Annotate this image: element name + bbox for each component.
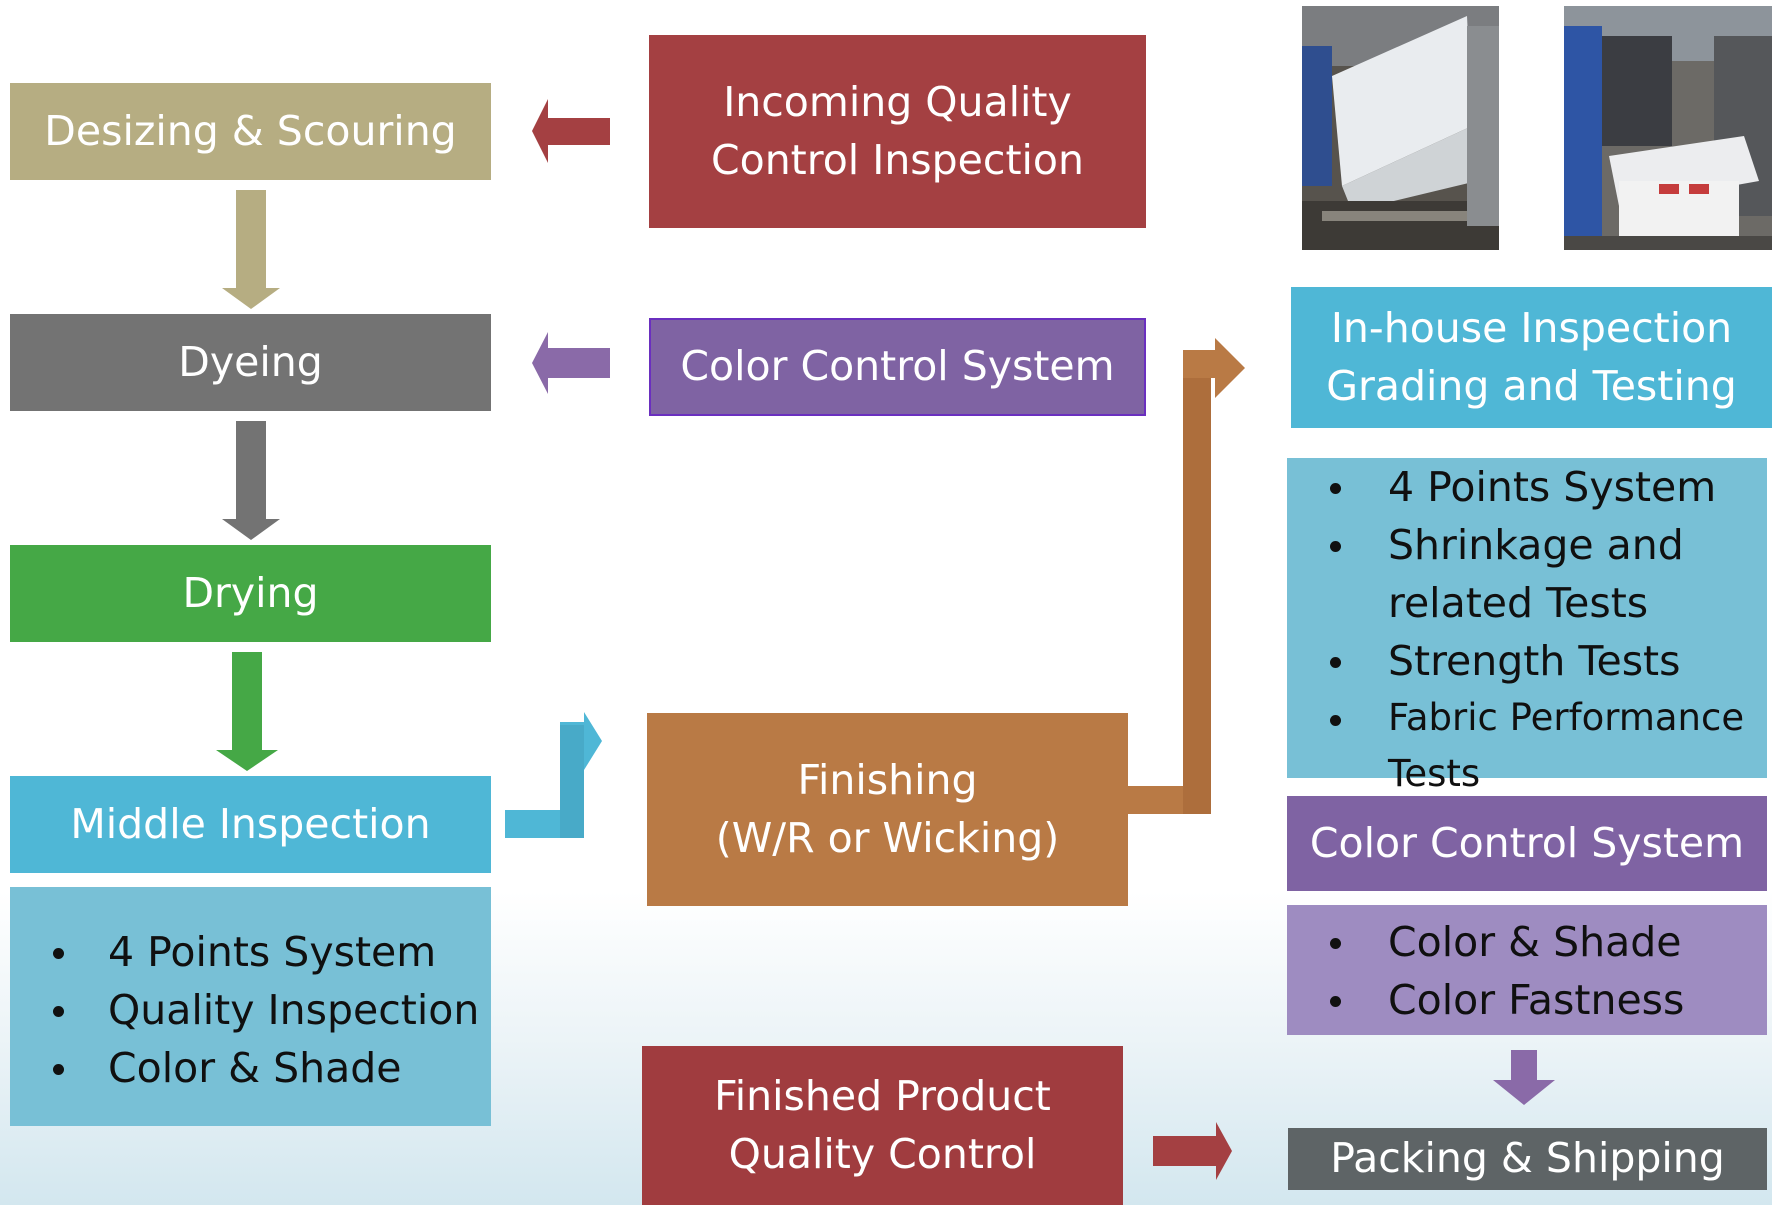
middle-inspection-box: Middle Inspection bbox=[10, 776, 491, 873]
arrow-down-khaki bbox=[222, 190, 280, 309]
color-control-right-label: Color Control System bbox=[1309, 818, 1745, 867]
drying-box: Drying bbox=[10, 545, 491, 642]
inspection-machine-photo-1 bbox=[1302, 6, 1499, 250]
finished-qc-line-2: Quality Control bbox=[728, 1129, 1037, 1178]
desizing-scouring-label: Desizing & Scouring bbox=[44, 106, 457, 155]
list-item: Color Fastness bbox=[1287, 971, 1767, 1029]
dyeing-label: Dyeing bbox=[178, 337, 323, 386]
finishing-box: Finishing (W/R or Wicking) bbox=[647, 713, 1128, 906]
desizing-scouring-box: Desizing & Scouring bbox=[10, 83, 491, 180]
finishing-line-2: (W/R or Wicking) bbox=[715, 813, 1060, 862]
finishing-line-1: Finishing bbox=[797, 756, 978, 805]
color-control-list: Color & Shade Color Fastness bbox=[1287, 905, 1767, 1035]
inhouse-line-2: Grading and Testing bbox=[1326, 361, 1737, 410]
list-item: 4 Points System bbox=[1287, 458, 1767, 516]
drying-label: Drying bbox=[182, 568, 319, 617]
middle-inspection-list: 4 Points System Quality Inspection Color… bbox=[10, 887, 491, 1126]
arrow-down-purple bbox=[1493, 1050, 1555, 1105]
incoming-qc-line-1: Incoming Quality bbox=[723, 78, 1072, 127]
inhouse-inspection-box: In-house Inspection Grading and Testing bbox=[1291, 287, 1772, 428]
packing-shipping-label: Packing & Shipping bbox=[1330, 1134, 1725, 1183]
inhouse-inspection-list: 4 Points System Shrinkage and related Te… bbox=[1287, 458, 1767, 795]
arrow-left-red bbox=[532, 99, 610, 163]
list-item: Shrinkage and related Tests bbox=[1287, 516, 1767, 632]
color-control-right-box: Color Control System bbox=[1287, 796, 1767, 891]
list-item: Color & Shade bbox=[1287, 913, 1767, 971]
list-item: Fabric Performance Tests bbox=[1287, 690, 1767, 802]
color-control-center-label: Color Control System bbox=[680, 342, 1115, 391]
inhouse-line-1: In-house Inspection bbox=[1330, 304, 1733, 353]
inspection-machine-photo-2 bbox=[1564, 6, 1772, 250]
list-item: 4 Points System bbox=[10, 923, 491, 981]
packing-shipping-box: Packing & Shipping bbox=[1288, 1128, 1767, 1190]
color-control-center-box: Color Control System bbox=[649, 318, 1146, 416]
list-item: Quality Inspection bbox=[10, 981, 491, 1039]
finished-qc-line-1: Finished Product bbox=[714, 1072, 1051, 1121]
middle-inspection-label: Middle Inspection bbox=[70, 799, 431, 848]
incoming-qc-box: Incoming Quality Control Inspection bbox=[649, 35, 1146, 228]
arrow-down-green bbox=[216, 652, 278, 771]
arrow-elbow-blue bbox=[505, 712, 602, 838]
arrow-left-purple bbox=[532, 332, 610, 394]
incoming-qc-line-2: Control Inspection bbox=[710, 135, 1084, 184]
arrow-right-red bbox=[1153, 1122, 1232, 1180]
dyeing-box: Dyeing bbox=[10, 314, 491, 411]
list-item: Strength Tests bbox=[1287, 632, 1767, 690]
finished-qc-box: Finished Product Quality Control bbox=[642, 1046, 1123, 1205]
list-item: Color & Shade bbox=[10, 1039, 491, 1097]
arrow-down-gray bbox=[222, 421, 280, 540]
